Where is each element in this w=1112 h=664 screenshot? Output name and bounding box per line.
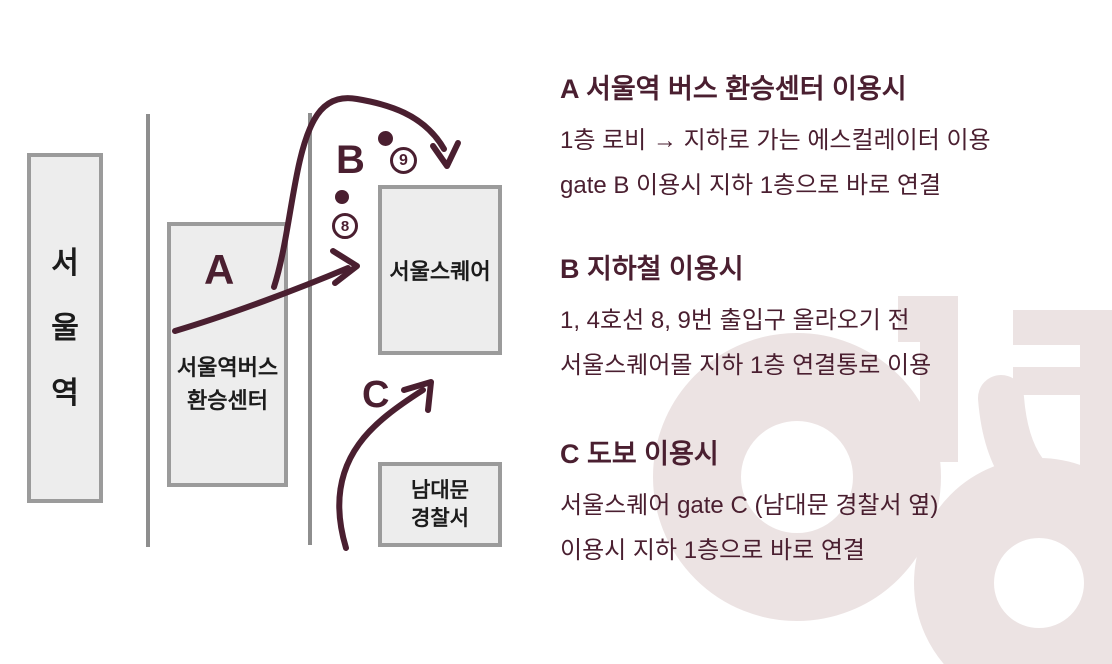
gate-b-marker: B [336, 138, 365, 182]
watermark-vertical-stroke [920, 296, 958, 462]
police-label-line1: 남대문 [411, 478, 469, 502]
section-a-title: A 서울역 버스 환승센터 이용시 [560, 74, 907, 104]
road-line-right [308, 113, 312, 545]
section-a-line2: gate B 이용시 지하 1층으로 바로 연결 [560, 172, 942, 199]
watermark-ring-left [653, 333, 941, 621]
section-b-line1: 1, 4호선 8, 9번 출입구 올라오기 전 [560, 307, 910, 334]
exit-9-dot [378, 131, 393, 146]
station-char-2: 울 [51, 311, 79, 345]
section-b: B 지하철 이용시 1, 4호선 8, 9번 출입구 올라오기 전 서울스퀘어몰… [560, 252, 931, 388]
section-c-title: C 도보 이용시 [560, 439, 719, 469]
section-b-line2: 서울스퀘어몰 지하 1층 연결통로 이용 [560, 352, 932, 379]
seoul-station-box: 서 울 역 [27, 153, 103, 503]
bus-transfer-center-label: 서울역버스 환승센터 [167, 351, 288, 417]
section-c-line2: 이용시 지하 1층으로 바로 연결 [560, 537, 865, 564]
road-line-left [146, 114, 150, 547]
watermark-ring-bottom-right [914, 458, 1112, 664]
section-a-line1: 1층 로비 → 지하로 가는 에스컬레이터 이용 [560, 127, 991, 154]
police-label-line2: 경찰서 [411, 506, 469, 530]
section-b-title: B 지하철 이용시 [560, 254, 744, 284]
police-station-box: 남대문 경찰서 [378, 462, 502, 547]
exit-9-badge: 9 [390, 147, 417, 174]
seoul-square-box: 서울스퀘어 [378, 185, 502, 355]
transfer-label-line2: 환승센터 [187, 388, 268, 413]
exit-8-dot [335, 190, 349, 204]
watermark-yeo-stem [1080, 310, 1112, 482]
station-char-1: 서 [51, 246, 79, 280]
section-a: A 서울역 버스 환승센터 이용시 1층 로비 → 지하로 가는 에스컬레이터 … [560, 72, 991, 208]
exit-8-badge: 8 [332, 213, 358, 239]
section-c-line1: 서울스퀘어 gate C (남대문 경찰서 옆) [560, 492, 939, 519]
gate-a-marker: A [204, 246, 235, 293]
section-c: C 도보 이용시 서울스퀘어 gate C (남대문 경찰서 옆) 이용시 지하… [560, 437, 938, 573]
gate-c-marker: C [362, 374, 390, 416]
transfer-label-line1: 서울역버스 [176, 355, 279, 380]
seoul-square-label: 서울스퀘어 [389, 259, 491, 284]
station-char-3: 역 [51, 376, 79, 410]
